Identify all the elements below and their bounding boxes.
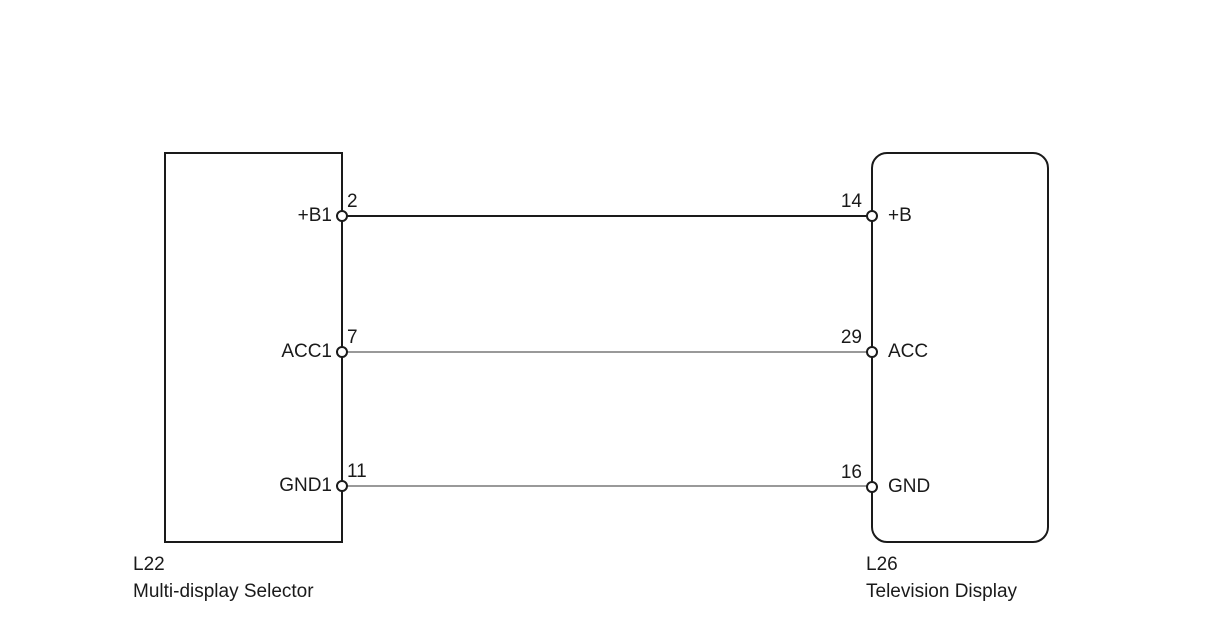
pin-number-14: 14 [840,191,862,212]
terminal-gnd1 [336,480,348,492]
terminal-acc1 [336,346,348,358]
pin-number-11: 11 [347,461,367,482]
pin-number-16: 16 [840,462,862,483]
pin-label-b1: +B1 [297,205,332,226]
pin-number-2: 2 [347,191,358,212]
component-name-l26: Television Display [866,581,1018,602]
component-code-l22: L22 [133,554,165,575]
component-box-l26 [871,152,1049,543]
pin-number-29: 29 [840,327,862,348]
pin-label-acc1: ACC1 [281,341,332,362]
component-code-l26: L26 [866,554,898,575]
wire-acc [342,351,872,353]
pin-label-gnd: GND [888,476,931,497]
terminal-b1 [336,210,348,222]
pin-label-plus-b: +B [888,205,912,226]
terminal-gnd [866,481,878,493]
wire-gnd [342,485,872,487]
wire-plus-b [342,215,872,217]
terminal-acc [866,346,878,358]
pin-number-7: 7 [347,327,358,348]
pin-label-acc: ACC [888,341,929,362]
component-name-l22: Multi-display Selector [133,581,314,602]
terminal-plus-b [866,210,878,222]
pin-label-gnd1: GND1 [279,475,332,496]
component-box-l22 [164,152,343,543]
